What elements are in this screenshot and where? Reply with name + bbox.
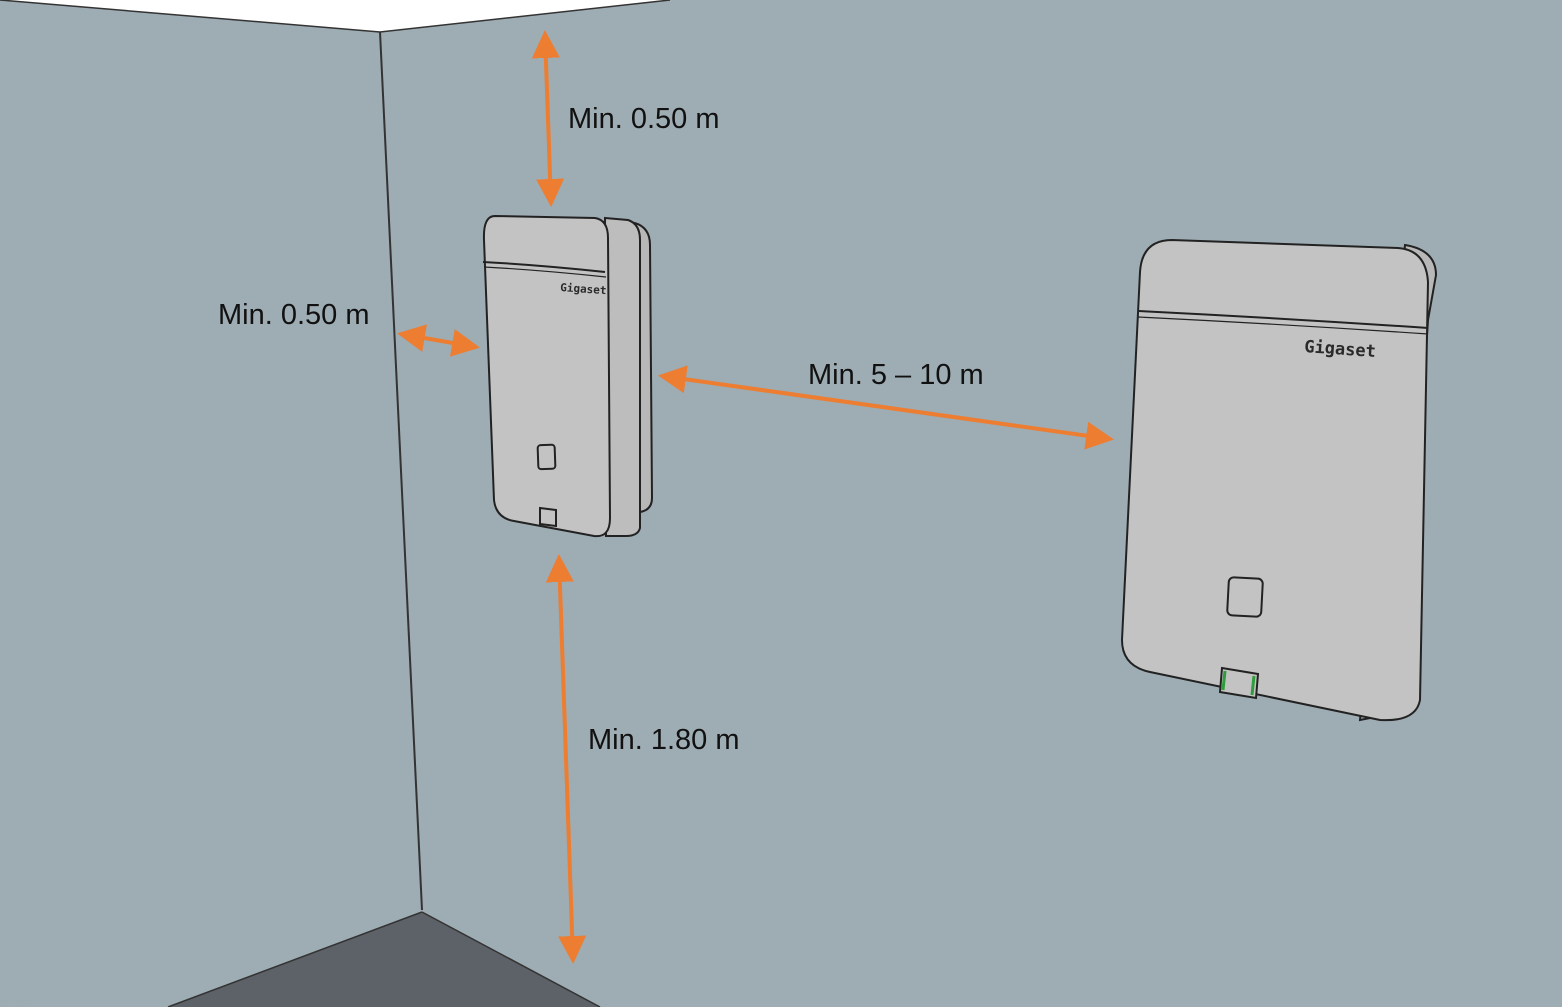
near-device-cap-line xyxy=(482,261,606,273)
near-device-button xyxy=(536,443,557,471)
ceiling xyxy=(0,0,670,32)
near-base-station: Gigaset xyxy=(482,214,654,538)
wall-corner-edge xyxy=(379,31,423,911)
far-device-button xyxy=(1226,576,1264,618)
side-clearance-label: Min. 0.50 m xyxy=(218,299,370,331)
floor-clearance-label: Min. 1.80 m xyxy=(588,724,740,756)
top-clearance-arrow xyxy=(531,30,565,207)
floor-edge-side xyxy=(167,911,423,1007)
distance-between-label: Min. 5 – 10 m xyxy=(808,359,984,391)
far-base-station: Gigaset xyxy=(1120,238,1438,722)
far-device-port xyxy=(1218,666,1260,700)
floor-edge-back xyxy=(421,911,601,1007)
far-device-led-left xyxy=(1221,670,1227,691)
ceiling-edge-side xyxy=(0,0,381,33)
near-device-port xyxy=(539,506,557,528)
dimension-arrows xyxy=(397,30,1114,964)
floor-corner xyxy=(168,912,600,1007)
far-device-brand: Gigaset xyxy=(1304,337,1377,362)
near-device-face xyxy=(482,214,612,538)
floor-clearance-arrow xyxy=(545,554,587,964)
far-device-led-right xyxy=(1250,675,1256,696)
distance-between-arrow xyxy=(658,365,1114,450)
dimension-labels: Min. 0.50 m Min. 0.50 m Min. 5 – 10 m Mi… xyxy=(218,103,984,756)
top-clearance-label: Min. 0.50 m xyxy=(568,103,720,135)
side-wall xyxy=(0,0,422,1007)
far-device-face xyxy=(1120,238,1430,722)
near-device-side xyxy=(603,216,641,537)
side-clearance-arrow xyxy=(397,324,480,357)
near-device-brand: Gigaset xyxy=(560,281,607,297)
far-device-cap-line-2 xyxy=(1137,316,1429,335)
far-device-cap-line xyxy=(1137,310,1429,329)
ceiling-edge-back xyxy=(379,0,671,33)
near-device-cap-line-2 xyxy=(483,266,607,278)
